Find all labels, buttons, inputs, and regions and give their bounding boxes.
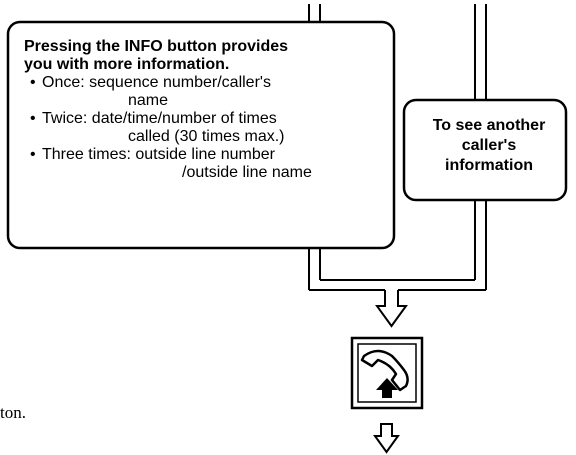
info-title-line1: Pressing the INFO button provides (24, 38, 289, 55)
info-box (6, 20, 396, 250)
info-item-three-line1: Three times: outside line number (42, 146, 275, 163)
info-item-three-times: • Three times: outside line number /outs… (24, 146, 384, 182)
info-box-content: Pressing the INFO button provides you wi… (24, 38, 384, 182)
other-caller-box-content: To see another caller's information (412, 116, 566, 176)
info-item-three-line2: /outside line name (182, 164, 312, 181)
info-item-once: • Once: sequence number/caller's name (24, 74, 384, 110)
down-arrow-icon (375, 290, 408, 328)
cut-off-text-fragment: ton. (0, 403, 26, 422)
info-item-twice-line1: Twice: date/time/number of times (42, 110, 277, 127)
info-item-once-line1: Once: sequence number/caller's (42, 74, 271, 91)
other-box-line1: To see another (432, 117, 546, 134)
top-left-connector (308, 4, 321, 22)
other-box-line2: caller's (461, 137, 517, 154)
bullet-icon: • (30, 110, 36, 127)
merge-pipes (308, 200, 487, 291)
right-connector (474, 4, 487, 100)
other-box-line3: information (445, 157, 533, 174)
handset-up-arrow-icon (350, 336, 424, 410)
info-title-line2: you with more information. (24, 56, 230, 73)
info-item-twice-line2: called (30 times max.) (128, 128, 285, 145)
info-item-twice: • Twice: date/time/number of times calle… (24, 110, 384, 146)
info-item-once-line2: name (128, 92, 169, 109)
bullet-icon: • (30, 74, 36, 91)
info-box-title: Pressing the INFO button provides you wi… (24, 38, 384, 74)
bottom-down-arrow-icon (373, 423, 400, 454)
bullet-icon: • (30, 146, 36, 163)
